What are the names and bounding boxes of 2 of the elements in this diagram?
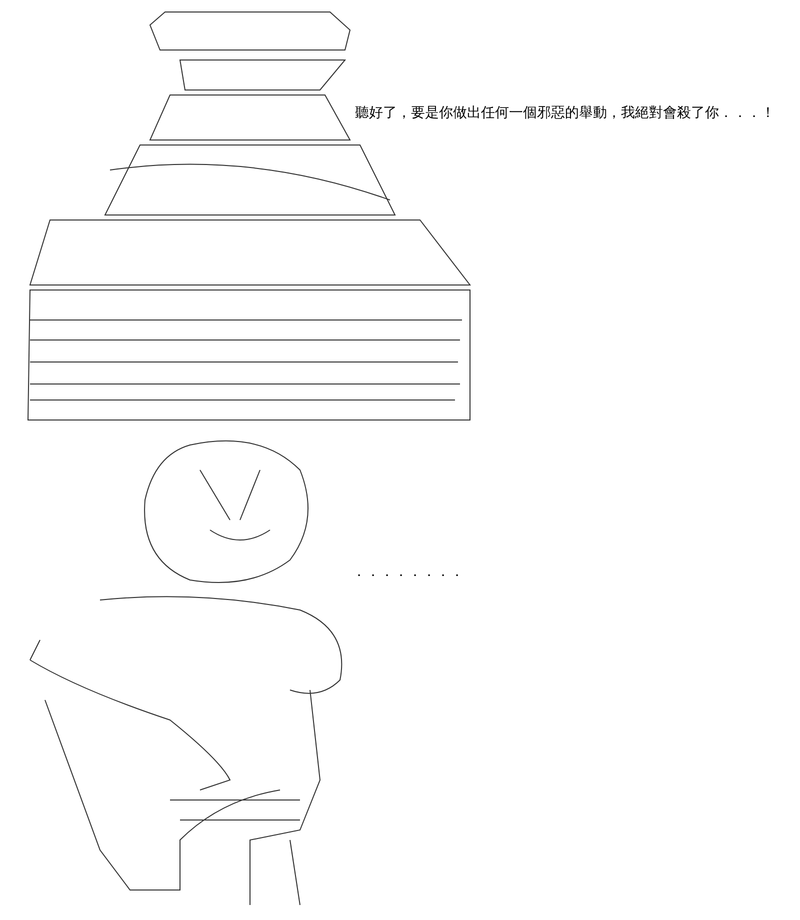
- speech-text: 聽好了，要是你做出任何一個邪惡的舉動，我絕對會殺了你．．．！: [355, 104, 775, 122]
- ellipsis-text: ．．．．．．．．: [352, 563, 464, 581]
